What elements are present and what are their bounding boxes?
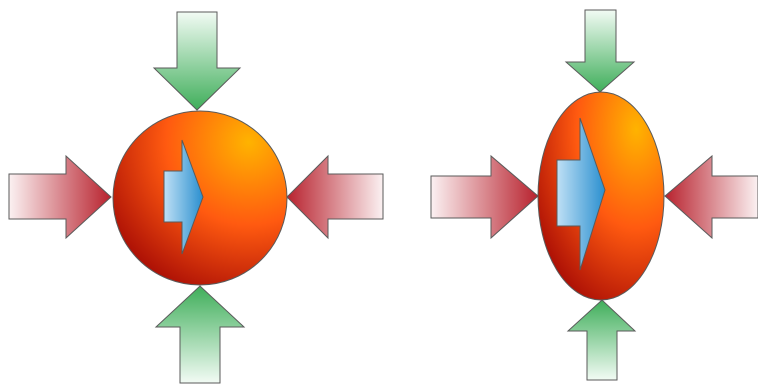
arrow-up-icon [154, 285, 246, 384]
right-panel [430, 9, 758, 381]
arrow-up-icon [566, 299, 637, 381]
arrow-right-icon [8, 154, 112, 240]
blue-arrow-icon [163, 139, 204, 255]
arrow-left-icon [664, 154, 758, 240]
blue-arrow-icon [556, 117, 606, 271]
left-panel [8, 11, 384, 384]
arrow-down-icon [152, 11, 242, 111]
arrow-right-icon [430, 154, 539, 240]
arrow-left-icon [286, 154, 384, 240]
arrow-down-icon [564, 9, 636, 93]
